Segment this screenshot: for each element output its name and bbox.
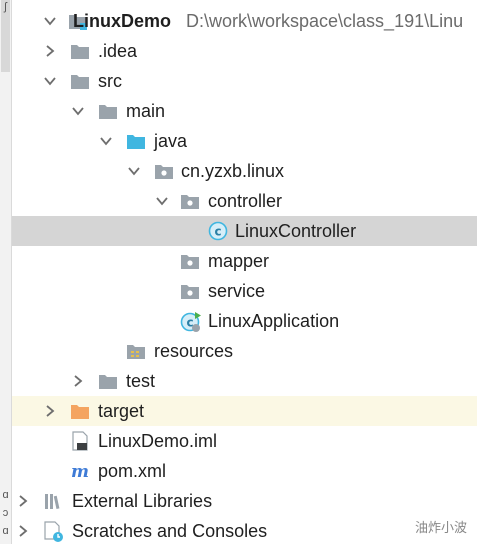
tree-label-service: service [208,281,266,301]
tree-label-mapper: mapper [208,251,270,271]
tree-label-resources: resources [154,341,234,361]
source-folder-icon [126,126,148,156]
package-icon [180,246,202,276]
left-strip-scroll-thumb[interactable] [1,0,10,72]
tree-row-pom[interactable]: m pom.xml [12,456,477,486]
tree-row-java[interactable]: java [12,126,477,156]
svg-text:c: c [186,316,193,330]
tree-label-linux-application: LinuxApplication [208,311,340,331]
tree-label-java: java [154,131,188,151]
library-icon [43,486,65,516]
project-path: D:\work\workspace\class_191\Linu [186,11,464,31]
tree-label-test: test [126,371,156,391]
watermark: 油炸小波 [414,521,467,536]
chevron-down-icon[interactable] [98,126,114,156]
spring-boot-class-icon: c [180,306,202,336]
excluded-folder-icon [70,396,92,426]
tree-row-test[interactable]: test [12,366,477,396]
java-class-icon: c [208,216,230,246]
side-tab-structure-glyph-3[interactable]: ɑ [2,525,9,537]
tree-row-linux-application[interactable]: c LinuxApplication [12,306,477,336]
tree-label-src: src [98,71,122,91]
tree-row-project-root[interactable]: LinuxDemo D:\work\workspace\class_191\Li… [12,6,477,36]
svg-text:c: c [214,225,221,239]
svg-text:m: m [71,462,89,481]
chevron-right-icon[interactable] [42,36,58,66]
tree-label-main: main [126,101,166,121]
package-icon [180,276,202,306]
scratches-icon [43,516,65,546]
project-tree: LinuxDemo D:\work\workspace\class_191\Li… [12,0,477,544]
package-icon [180,186,202,216]
tree-label-scratches: Scratches and Consoles [72,521,268,541]
tree-row-src[interactable]: src [12,66,477,96]
tree-row-resources[interactable]: resources [12,336,477,366]
folder-icon [70,66,92,96]
tree-label-target: target [98,401,145,421]
tree-row-idea[interactable]: .idea [12,36,477,66]
tree-label-controller: controller [208,191,283,211]
tree-row-external-libraries[interactable]: External Libraries [12,486,477,516]
chevron-down-icon[interactable] [70,96,86,126]
chevron-down-icon[interactable] [42,66,58,96]
left-tool-strip: ʃ ɑ ɔ ɑ [0,0,12,544]
tree-row-scratches[interactable]: Scratches and Consoles [12,516,477,546]
folder-icon [98,96,120,126]
chevron-down-icon[interactable] [154,186,170,216]
project-name: LinuxDemo [73,11,172,31]
tree-label-idea: .idea [98,41,138,61]
chevron-right-icon[interactable] [15,486,31,516]
side-tab-glyph[interactable]: ʃ [4,1,7,13]
package-icon [154,156,176,186]
folder-icon [70,36,92,66]
tree-row-mapper[interactable]: mapper [12,246,477,276]
iml-file-icon [70,426,92,456]
module-folder-icon [68,6,90,36]
resources-folder-icon [126,336,148,366]
chevron-down-icon[interactable] [126,156,142,186]
tree-label-pom: pom.xml [98,461,167,481]
tree-label-linux-controller: LinuxController [235,221,357,241]
tree-label-package: cn.yzxb.linux [181,161,285,181]
maven-icon: m [70,456,92,486]
tree-label-iml: LinuxDemo.iml [98,431,218,451]
side-tab-structure-glyph-2[interactable]: ɔ [2,507,9,519]
tree-row-main[interactable]: main [12,96,477,126]
tree-row-iml[interactable]: LinuxDemo.iml [12,426,477,456]
tree-row-target[interactable]: target [12,396,477,426]
tree-row-package[interactable]: cn.yzxb.linux [12,156,477,186]
tree-label-external-libraries: External Libraries [72,491,213,511]
chevron-right-icon[interactable] [15,516,31,546]
tree-row-linux-controller[interactable]: c LinuxController [12,216,477,246]
tree-row-service[interactable]: service [12,276,477,306]
tree-row-controller[interactable]: controller [12,186,477,216]
chevron-right-icon[interactable] [70,366,86,396]
chevron-right-icon[interactable] [42,396,58,426]
side-tab-structure-glyph[interactable]: ɑ [2,489,9,501]
chevron-down-icon[interactable] [42,6,58,36]
folder-icon [98,366,120,396]
